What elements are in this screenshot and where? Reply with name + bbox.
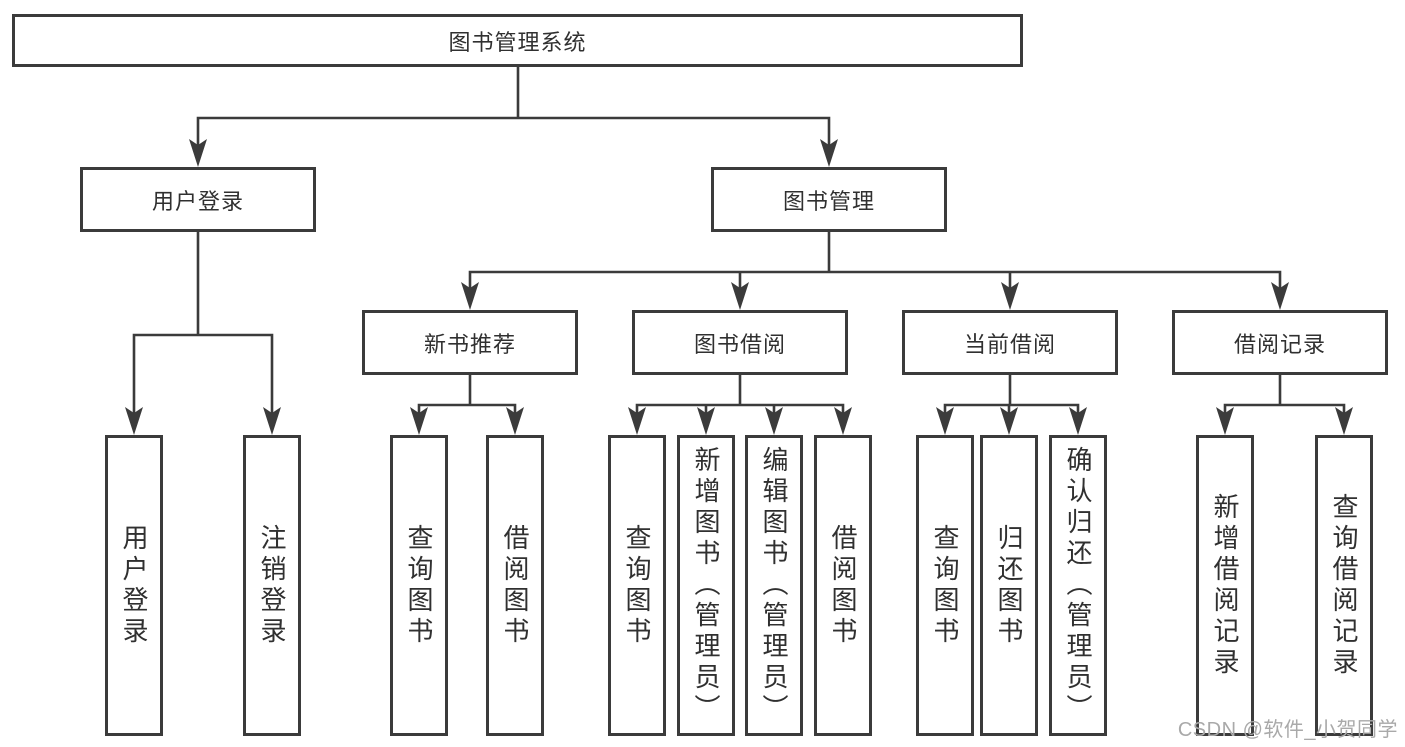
leaf-label: 借阅图书 bbox=[500, 523, 530, 648]
leaf-label: 注销登录 bbox=[257, 523, 287, 648]
leaf-query-books-borrow: 查询图书 bbox=[608, 435, 666, 736]
leaf-label: 查询图书 bbox=[622, 523, 652, 648]
node-book-management: 图书管理 bbox=[711, 167, 947, 232]
leaf-return-books: 归还图书 bbox=[980, 435, 1038, 736]
leaf-label: 用户登录 bbox=[119, 523, 149, 648]
leaf-label: 确认归还（管理员） bbox=[1063, 446, 1093, 725]
leaf-label: 新增借阅记录 bbox=[1210, 492, 1240, 679]
leaf-borrow-books-recommend: 借阅图书 bbox=[486, 435, 544, 736]
node-new-book-recommendation: 新书推荐 bbox=[362, 310, 578, 375]
connector-borrow-records-to-leaves bbox=[1216, 372, 1353, 435]
connector-book-management-to-level3 bbox=[461, 229, 1289, 310]
leaf-logout: 注销登录 bbox=[243, 435, 301, 736]
leaf-confirm-return-admin: 确认归还（管理员） bbox=[1049, 435, 1107, 736]
node-label: 借阅记录 bbox=[1233, 331, 1326, 357]
connector-book-borrow-to-leaves bbox=[628, 372, 852, 435]
node-current-borrowing: 当前借阅 bbox=[902, 310, 1118, 375]
connector-root-to-level2 bbox=[189, 64, 838, 167]
node-label: 当前借阅 bbox=[963, 331, 1056, 357]
leaf-add-borrow-record: 新增借阅记录 bbox=[1196, 435, 1254, 736]
leaf-label: 查询图书 bbox=[930, 523, 960, 648]
node-label: 新书推荐 bbox=[423, 331, 516, 357]
leaf-query-books-current: 查询图书 bbox=[916, 435, 974, 736]
node-book-borrowing: 图书借阅 bbox=[632, 310, 848, 375]
leaf-label: 查询图书 bbox=[404, 523, 434, 648]
leaf-add-books-admin: 新增图书（管理员） bbox=[677, 435, 735, 736]
leaf-label: 查询借阅记录 bbox=[1329, 492, 1359, 679]
leaf-label: 新增图书（管理员） bbox=[691, 446, 721, 725]
leaf-borrow-books: 借阅图书 bbox=[814, 435, 872, 736]
leaf-label: 借阅图书 bbox=[828, 523, 858, 648]
node-label: 图书借阅 bbox=[693, 331, 786, 357]
node-borrowing-records: 借阅记录 bbox=[1172, 310, 1388, 375]
node-library-management-system: 图书管理系统 bbox=[12, 14, 1023, 67]
node-user-login: 用户登录 bbox=[80, 167, 316, 232]
csdn-watermark: CSDN @软件_小贺同学 bbox=[1177, 719, 1398, 741]
leaf-label: 编辑图书（管理员） bbox=[759, 446, 789, 725]
connector-new-book-to-leaves bbox=[410, 372, 524, 435]
leaf-edit-books-admin: 编辑图书（管理员） bbox=[745, 435, 803, 736]
leaf-query-books-recommend: 查询图书 bbox=[390, 435, 448, 736]
leaf-user-login: 用户登录 bbox=[105, 435, 163, 736]
leaf-label: 归还图书 bbox=[994, 523, 1024, 648]
connector-current-borrow-to-leaves bbox=[936, 372, 1087, 435]
node-label: 用户登录 bbox=[151, 188, 244, 214]
connector-user-login-to-leaves bbox=[125, 229, 281, 435]
node-label: 图书管理系统 bbox=[448, 29, 587, 55]
leaf-query-borrow-record: 查询借阅记录 bbox=[1315, 435, 1373, 736]
node-label: 图书管理 bbox=[782, 188, 875, 214]
